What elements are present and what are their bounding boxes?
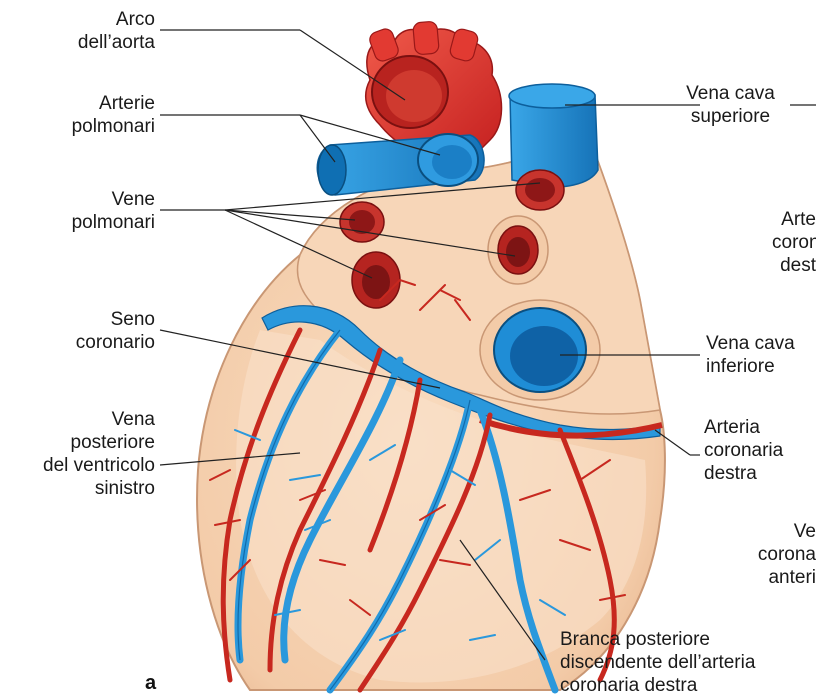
panel-letter: a: [145, 672, 156, 695]
label-arco-aorta: Arco dell’aorta: [40, 8, 155, 54]
label-branca-posteriore: Branca posteriore discendente dell’arter…: [560, 628, 810, 697]
label-seno-coronario: Seno coronario: [40, 308, 155, 354]
label-arterie-polmonari: Arterie polmonari: [40, 92, 155, 138]
label-vena-cava-inferiore: Vena cava inferiore: [706, 332, 816, 378]
label-vena-cava-superiore: Vena cava superiore: [668, 82, 793, 128]
label-vena-posteriore: Vena posteriore del ventricolo sinistro: [0, 408, 155, 500]
label-arteria-coronaria-destra-cut: Arte corona dest: [772, 208, 816, 277]
label-vena-coronaria-anteriore-cut: Ve corona anteri: [744, 520, 816, 589]
label-arteria-coronaria-destra: Arteria coronaria destra: [704, 416, 816, 485]
label-vene-polmonari: Vene polmonari: [40, 188, 155, 234]
